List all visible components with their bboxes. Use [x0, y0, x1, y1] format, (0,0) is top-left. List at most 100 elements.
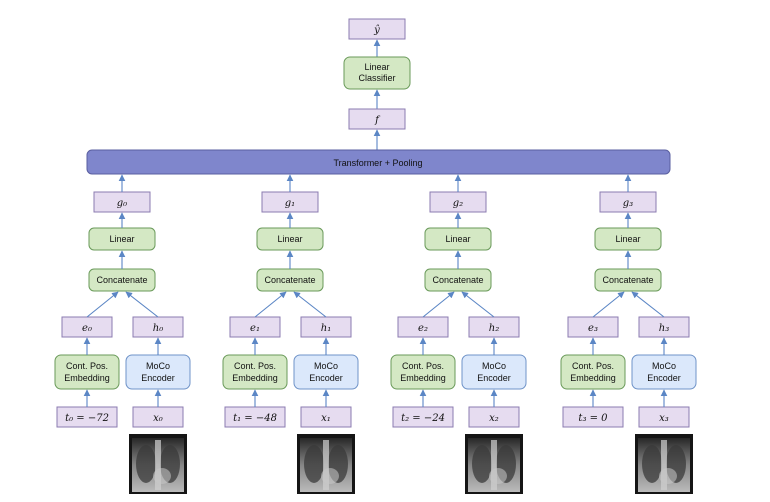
- pos-label-line2: Embedding: [64, 373, 110, 383]
- encoder-label-line1: MoCo: [482, 361, 506, 371]
- g-label: g₃: [623, 198, 633, 209]
- h-label: h₁: [321, 323, 331, 334]
- chest-xray-image: [129, 434, 187, 494]
- g-node: g₂: [429, 191, 487, 213]
- h-node: h₁: [300, 316, 352, 338]
- arrow-e-to-concat: [592, 291, 625, 318]
- pos-label-line2: Embedding: [232, 373, 278, 383]
- output-node: ŷ: [348, 18, 406, 40]
- arrow-h-to-concat: [125, 291, 159, 318]
- image-label: x₃: [659, 413, 669, 424]
- e-label: e₂: [418, 323, 428, 334]
- linear-label: Linear: [109, 234, 134, 244]
- image-input-node: x₀: [132, 406, 184, 428]
- e-label: e₀: [82, 323, 92, 334]
- pos-label-line1: Cont. Pos.: [402, 361, 444, 371]
- g-label: g₀: [117, 198, 127, 209]
- positional-embedding-node: Cont. Pos. Embedding: [560, 354, 626, 390]
- linear-label: Linear: [445, 234, 470, 244]
- e-label: e₃: [588, 323, 598, 334]
- time-input-node: t₁ = −48: [224, 406, 286, 428]
- h-node: h₀: [132, 316, 184, 338]
- pos-label-line1: Cont. Pos.: [66, 361, 108, 371]
- time-input-node: t₂ = −24: [392, 406, 454, 428]
- pos-label-line1: Cont. Pos.: [572, 361, 614, 371]
- time-label: t₂ = −24: [401, 413, 445, 424]
- arrow-h-to-concat: [293, 291, 327, 318]
- encoder-label-line2: Encoder: [141, 373, 175, 383]
- concatenate-node: Concatenate: [594, 268, 662, 292]
- linear-node: Linear: [256, 227, 324, 251]
- time-label: t₃ = 0: [578, 413, 608, 424]
- image-label: x₀: [153, 413, 163, 424]
- arrow-e-to-concat: [254, 291, 287, 318]
- e-node: e₂: [397, 316, 449, 338]
- transformer-pooling-bar: Transformer + Pooling: [86, 149, 671, 175]
- encoder-label-line2: Encoder: [647, 373, 681, 383]
- positional-embedding-node: Cont. Pos. Embedding: [54, 354, 120, 390]
- time-input-node: t₃ = 0: [562, 406, 624, 428]
- positional-embedding-node: Cont. Pos. Embedding: [222, 354, 288, 390]
- concatenate-label: Concatenate: [96, 275, 147, 285]
- linear-classifier-node: Linear Classifier: [343, 56, 411, 90]
- h-label: h₀: [153, 323, 163, 334]
- positional-embedding-node: Cont. Pos. Embedding: [390, 354, 456, 390]
- encoder-label-line1: MoCo: [652, 361, 676, 371]
- image-input-node: x₂: [468, 406, 520, 428]
- linear-label: Linear: [277, 234, 302, 244]
- arrow-e-to-concat: [422, 291, 455, 318]
- e-label: e₁: [250, 323, 260, 334]
- h-label: h₂: [489, 323, 499, 334]
- e-node: e₁: [229, 316, 281, 338]
- arrow-e-to-concat: [86, 291, 119, 318]
- pos-label-line1: Cont. Pos.: [234, 361, 276, 371]
- g-node: g₀: [93, 191, 151, 213]
- encoder-label-line1: MoCo: [314, 361, 338, 371]
- chest-xray-image: [635, 434, 693, 494]
- encoder-label-line1: MoCo: [146, 361, 170, 371]
- feature-node: f: [348, 108, 406, 130]
- e-node: e₃: [567, 316, 619, 338]
- classifier-label-line2: Classifier: [358, 73, 395, 83]
- output-label: ŷ: [373, 25, 380, 36]
- feature-label: f: [374, 115, 381, 126]
- classifier-label-line1: Linear: [364, 62, 389, 72]
- image-label: x₂: [489, 413, 499, 424]
- linear-node: Linear: [594, 227, 662, 251]
- time-label: t₁ = −48: [233, 413, 277, 424]
- chest-xray-image: [465, 434, 523, 494]
- image-input-node: x₃: [638, 406, 690, 428]
- encoder-label-line2: Encoder: [477, 373, 511, 383]
- h-node: h₂: [468, 316, 520, 338]
- linear-label: Linear: [615, 234, 640, 244]
- g-label: g₁: [285, 198, 295, 209]
- time-input-node: t₀ = −72: [56, 406, 118, 428]
- h-node: h₃: [638, 316, 690, 338]
- image-label: x₁: [321, 413, 331, 424]
- g-node: g₃: [599, 191, 657, 213]
- g-label: g₂: [453, 198, 463, 209]
- concatenate-label: Concatenate: [602, 275, 653, 285]
- concatenate-label: Concatenate: [432, 275, 483, 285]
- arrow-h-to-concat: [631, 291, 665, 318]
- pos-label-line2: Embedding: [570, 373, 616, 383]
- e-node: e₀: [61, 316, 113, 338]
- concatenate-node: Concatenate: [256, 268, 324, 292]
- linear-node: Linear: [88, 227, 156, 251]
- chest-xray-image: [297, 434, 355, 494]
- encoder-label-line2: Encoder: [309, 373, 343, 383]
- linear-node: Linear: [424, 227, 492, 251]
- time-label: t₀ = −72: [65, 413, 109, 424]
- transformer-label: Transformer + Pooling: [334, 158, 423, 168]
- pos-label-line2: Embedding: [400, 373, 446, 383]
